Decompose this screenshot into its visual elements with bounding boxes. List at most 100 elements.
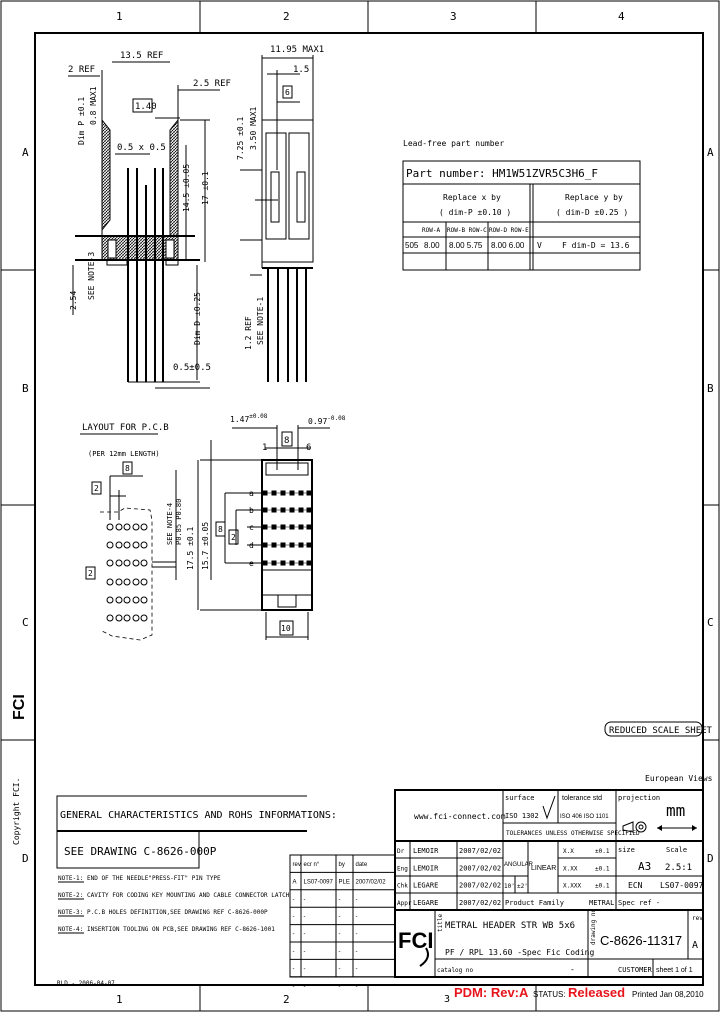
pin-contact xyxy=(289,507,295,513)
status-released: Released xyxy=(568,985,625,1000)
scale-label: Scale xyxy=(666,846,687,854)
dim-1-5: 1.5 xyxy=(293,65,309,75)
pin-contact xyxy=(280,490,286,496)
rev-table-cell: - xyxy=(356,984,358,990)
note-label: NOTE-3: xyxy=(58,909,83,916)
rev-table-cell: - xyxy=(339,932,341,938)
rev-table-cell: PLE xyxy=(339,879,350,885)
dim-3-50-max: 3.50 MAX1 xyxy=(249,106,258,150)
rev-table-cell: - xyxy=(293,949,295,955)
note-label: NOTE-2: xyxy=(58,892,83,899)
person-date: 2007/02/02 xyxy=(459,864,501,872)
column-last-label: 6 xyxy=(306,443,311,453)
row-label: c xyxy=(249,523,254,532)
pin-contact xyxy=(262,490,268,496)
person-role: Appr xyxy=(397,900,412,907)
dimension-arrow-icon xyxy=(657,825,697,831)
pin-contact xyxy=(280,524,286,530)
status-label: STATUS: xyxy=(533,990,566,999)
pcb-hole xyxy=(106,523,114,531)
row-a-value: 8.00 xyxy=(424,241,440,250)
pdm-revision: PDM: Rev:A xyxy=(454,985,529,1000)
pcb-hole xyxy=(123,523,131,531)
pin-contact xyxy=(289,560,295,566)
person-name: LEMOIR xyxy=(413,847,439,855)
fci-logo-text: FCI xyxy=(11,694,28,720)
bottom-dim-8-vertical-box: 8 xyxy=(218,525,223,534)
rev-table-cell: - xyxy=(304,914,306,920)
pcb-hole xyxy=(140,559,148,567)
copyright-text: Copyright FCI. xyxy=(12,778,21,845)
pcb-hole xyxy=(115,541,123,549)
row-code: 505 xyxy=(405,241,419,250)
pcb-hole xyxy=(123,578,131,586)
pin-contact xyxy=(289,490,295,496)
dim-1-47-tolerance: ±0.08 xyxy=(249,413,267,420)
pcb-hole xyxy=(115,578,123,586)
see-note-4: SEE NOTE-4 xyxy=(166,503,174,545)
pcb-layout-title: LAYOUT FOR P.C.B xyxy=(82,423,169,433)
dim-1-47-value: 1.47 xyxy=(230,415,249,424)
replace-x-title: Replace x by xyxy=(443,193,501,202)
dim-2-5-ref: 2.5 REF xyxy=(193,79,231,89)
dim-2-ref: 2 REF xyxy=(68,65,95,75)
pcb-layout xyxy=(80,433,177,641)
pin-contact xyxy=(289,524,295,530)
rev-table-cell: - xyxy=(304,949,306,955)
unit-mm: mm xyxy=(666,801,685,820)
linear-tolerance: ±0.1 xyxy=(595,865,610,872)
dim-0-97: 0.97-0.08 xyxy=(308,415,346,426)
pin-contact xyxy=(298,507,304,513)
pcb-hole xyxy=(115,596,123,604)
pin-contact xyxy=(262,560,268,566)
column-label-2: 2 xyxy=(283,10,290,23)
part-number: Part number: HM1W51ZVR5C3H6_F xyxy=(406,167,598,180)
pcb-hole xyxy=(123,541,131,549)
linear-tolerance: ±0.1 xyxy=(595,883,610,890)
pin-contact xyxy=(306,524,312,530)
tolerance-label: tolerance std xyxy=(562,795,602,802)
rev-table-cell: - xyxy=(304,897,306,903)
pcb-hole xyxy=(106,614,114,622)
pcb-hole xyxy=(106,541,114,549)
pin-contact xyxy=(271,560,277,566)
side-view xyxy=(68,61,220,389)
linear-label: LINEAR xyxy=(531,865,556,872)
pcb-hole xyxy=(140,523,148,531)
row-label-b-right: B xyxy=(707,382,714,395)
note-text: END OF THE NEEDLE"PRESS-FIT" PIN TYPE xyxy=(87,875,221,882)
person-role: Chk xyxy=(397,883,408,890)
projection-icon xyxy=(622,821,647,833)
rev-table-cell: - xyxy=(356,966,358,972)
pin-contact xyxy=(306,542,312,548)
row-y-code: V xyxy=(537,241,542,250)
pin-contact xyxy=(306,507,312,513)
note-text: CAVITY FOR CODING KEY MOUNTING AND CABLE… xyxy=(87,892,290,899)
note-label: NOTE-1: xyxy=(58,875,83,882)
rev-table-cell: - xyxy=(339,966,341,972)
column-label-4: 4 xyxy=(618,10,625,23)
person-date: 2007/02/02 xyxy=(459,882,501,890)
rev-label: rev xyxy=(692,915,703,922)
pcb-hole xyxy=(106,559,114,567)
rev-table-cell: - xyxy=(356,949,358,955)
product-family-label: Product Family xyxy=(505,899,564,907)
see-note-3: SEE NOTE-3 xyxy=(87,252,96,300)
dim-14-5: 14.5 ±0.05 xyxy=(182,164,191,212)
pcb-hole xyxy=(140,578,148,586)
pcb-layout-subtitle: (PER 12mm LENGTH) xyxy=(88,450,160,458)
printed-date: Printed Jan 08,2010 xyxy=(632,990,704,999)
rev-table-cell: 2007/02/02 xyxy=(356,879,387,885)
pin-contact xyxy=(298,490,304,496)
row-label-a: A xyxy=(22,146,29,159)
pcb-hole xyxy=(115,559,123,567)
rev-value: A xyxy=(692,940,698,951)
note-4-pitch: P0.85 P0.80 xyxy=(175,499,183,545)
dim-p: Dim P ±0.1 xyxy=(77,97,86,145)
pcb-hole xyxy=(115,614,123,622)
pin-contact xyxy=(306,490,312,496)
row-label-d: D xyxy=(22,852,29,865)
column-label-1-bottom: 1 xyxy=(116,993,123,1006)
reduced-scale-sheet: REDUCED SCALE SHEET xyxy=(609,726,713,736)
sheet-count: sheet 1 of 1 xyxy=(656,967,693,974)
